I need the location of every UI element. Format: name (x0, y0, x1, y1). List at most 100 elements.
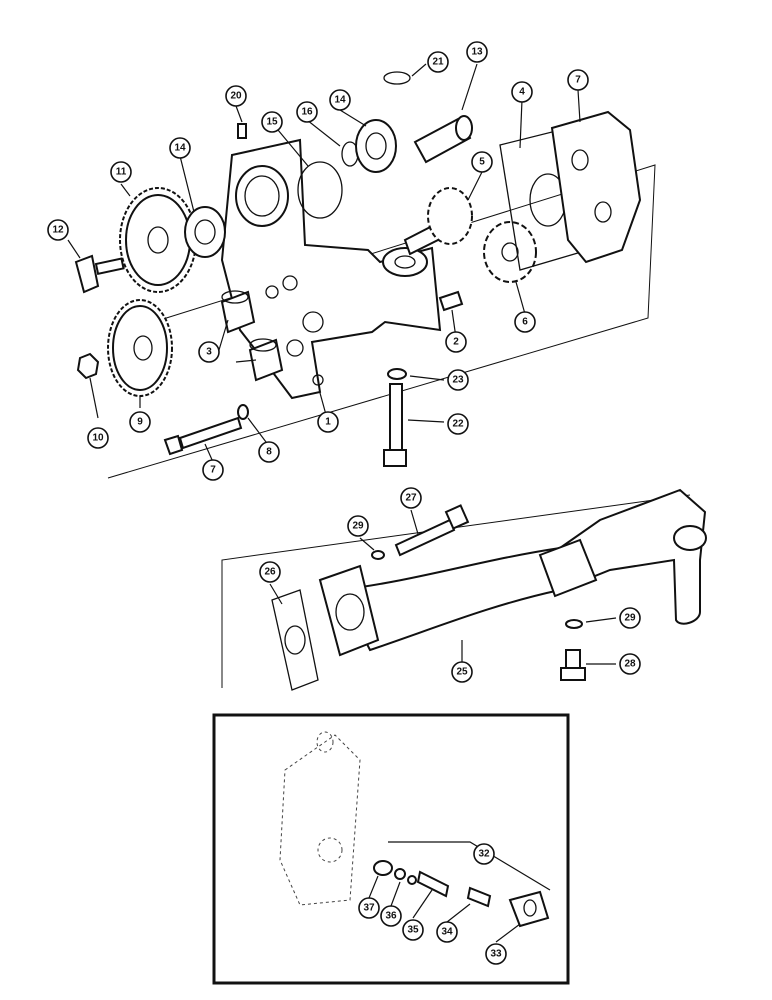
callout-circle (329, 89, 351, 111)
callout-c33: 33 (485, 943, 507, 965)
dowel-pin (438, 290, 464, 312)
inset-detail (212, 713, 570, 985)
callout-circle (198, 341, 220, 363)
oil-pickup-tube (318, 488, 707, 657)
callout-c26: 26 (259, 561, 281, 583)
callout-c9: 9 (129, 411, 151, 433)
callout-labels: 1234567789101112131414151620212223252627… (47, 41, 641, 965)
callout-c5: 5 (471, 151, 493, 173)
callout-c34: 34 (436, 921, 458, 943)
callout-number: 14 (334, 95, 346, 106)
callout-circle (447, 369, 469, 391)
lower-assembly-plane (221, 494, 691, 688)
drive-gear-large (119, 187, 197, 293)
pump-cover (550, 110, 642, 264)
callout-circle (567, 69, 589, 91)
callout-circle (259, 561, 281, 583)
sleeve-13 (413, 115, 473, 164)
callout-circle (261, 111, 283, 133)
callout-circle (400, 487, 422, 509)
callout-circle (169, 137, 191, 159)
callout-number: 7 (210, 465, 216, 476)
callout-c8: 8 (258, 441, 280, 463)
callout-number: 28 (624, 659, 636, 670)
callout-number: 26 (264, 567, 276, 578)
callout-c7b: 7 (202, 459, 224, 481)
callout-number: 10 (92, 433, 104, 444)
callout-c20: 20 (225, 85, 247, 107)
callout-number: 14 (174, 143, 186, 154)
callout-number: 1 (325, 417, 331, 428)
bolt-28-washer-29 (560, 619, 586, 681)
callout-c16: 16 (296, 101, 318, 123)
upper-assembly-plane (107, 164, 656, 479)
callout-circle (473, 843, 495, 865)
callout-circle (445, 331, 467, 353)
callout-c6: 6 (514, 311, 536, 333)
callout-c27: 27 (400, 487, 422, 509)
callout-number: 13 (471, 47, 483, 58)
callout-number: 29 (624, 613, 636, 624)
callout-circle (447, 413, 469, 435)
callout-number: 20 (230, 91, 242, 102)
callout-circle (296, 101, 318, 123)
callout-c3: 3 (198, 341, 220, 363)
callout-number: 8 (266, 447, 272, 458)
callout-c22: 22 (447, 413, 469, 435)
callout-number: 5 (479, 157, 485, 168)
callout-number: 15 (266, 117, 278, 128)
callout-circle (380, 905, 402, 927)
callout-number: 7 (575, 75, 581, 86)
callout-number: 6 (522, 317, 528, 328)
callout-circle (436, 921, 458, 943)
callout-c12: 12 (47, 219, 69, 241)
callout-number: 12 (52, 225, 64, 236)
callout-circle (225, 85, 247, 107)
callout-number: 36 (385, 911, 397, 922)
callout-number: 3 (206, 347, 212, 358)
bolt-27-washer-29 (371, 504, 470, 560)
bolt-7-washer-8 (163, 404, 249, 456)
callout-circle (485, 943, 507, 965)
callout-number: 21 (432, 57, 444, 68)
callout-c10: 10 (87, 427, 109, 449)
callout-number: 11 (116, 167, 127, 178)
bushings (220, 290, 284, 382)
bearing-right (355, 119, 397, 173)
callout-circle (514, 311, 536, 333)
callout-circle (511, 81, 533, 103)
callout-c15: 15 (261, 111, 283, 133)
callout-number: 35 (407, 925, 419, 936)
pump-gear-idler (483, 221, 537, 283)
callout-circle (347, 515, 369, 537)
driven-gear (107, 299, 173, 397)
callout-number: 32 (478, 849, 490, 860)
callout-number: 4 (519, 87, 525, 98)
callout-circle (402, 919, 424, 941)
pin-20 (237, 123, 247, 139)
callout-c11: 11 (110, 161, 132, 183)
callout-c29a: 29 (347, 515, 369, 537)
callout-c1: 1 (317, 411, 339, 433)
callout-number: 33 (490, 949, 502, 960)
callout-circle (258, 441, 280, 463)
callout-circle (427, 51, 449, 73)
callout-c37: 37 (358, 897, 380, 919)
callout-number: 37 (363, 903, 375, 914)
callout-c23: 23 (447, 369, 469, 391)
callout-number: 23 (452, 375, 464, 386)
callout-number: 9 (137, 417, 143, 428)
gasket-26 (271, 589, 319, 691)
callout-circle (110, 161, 132, 183)
callout-c2: 2 (445, 331, 467, 353)
bolt-12 (74, 254, 125, 294)
callout-circle (451, 661, 473, 683)
callout-c7: 7 (567, 69, 589, 91)
nut-10 (76, 352, 100, 380)
snap-ring (297, 161, 343, 219)
callout-circle (317, 411, 339, 433)
callout-circle (129, 411, 151, 433)
callout-number: 34 (441, 927, 453, 938)
callout-number: 16 (301, 107, 313, 118)
